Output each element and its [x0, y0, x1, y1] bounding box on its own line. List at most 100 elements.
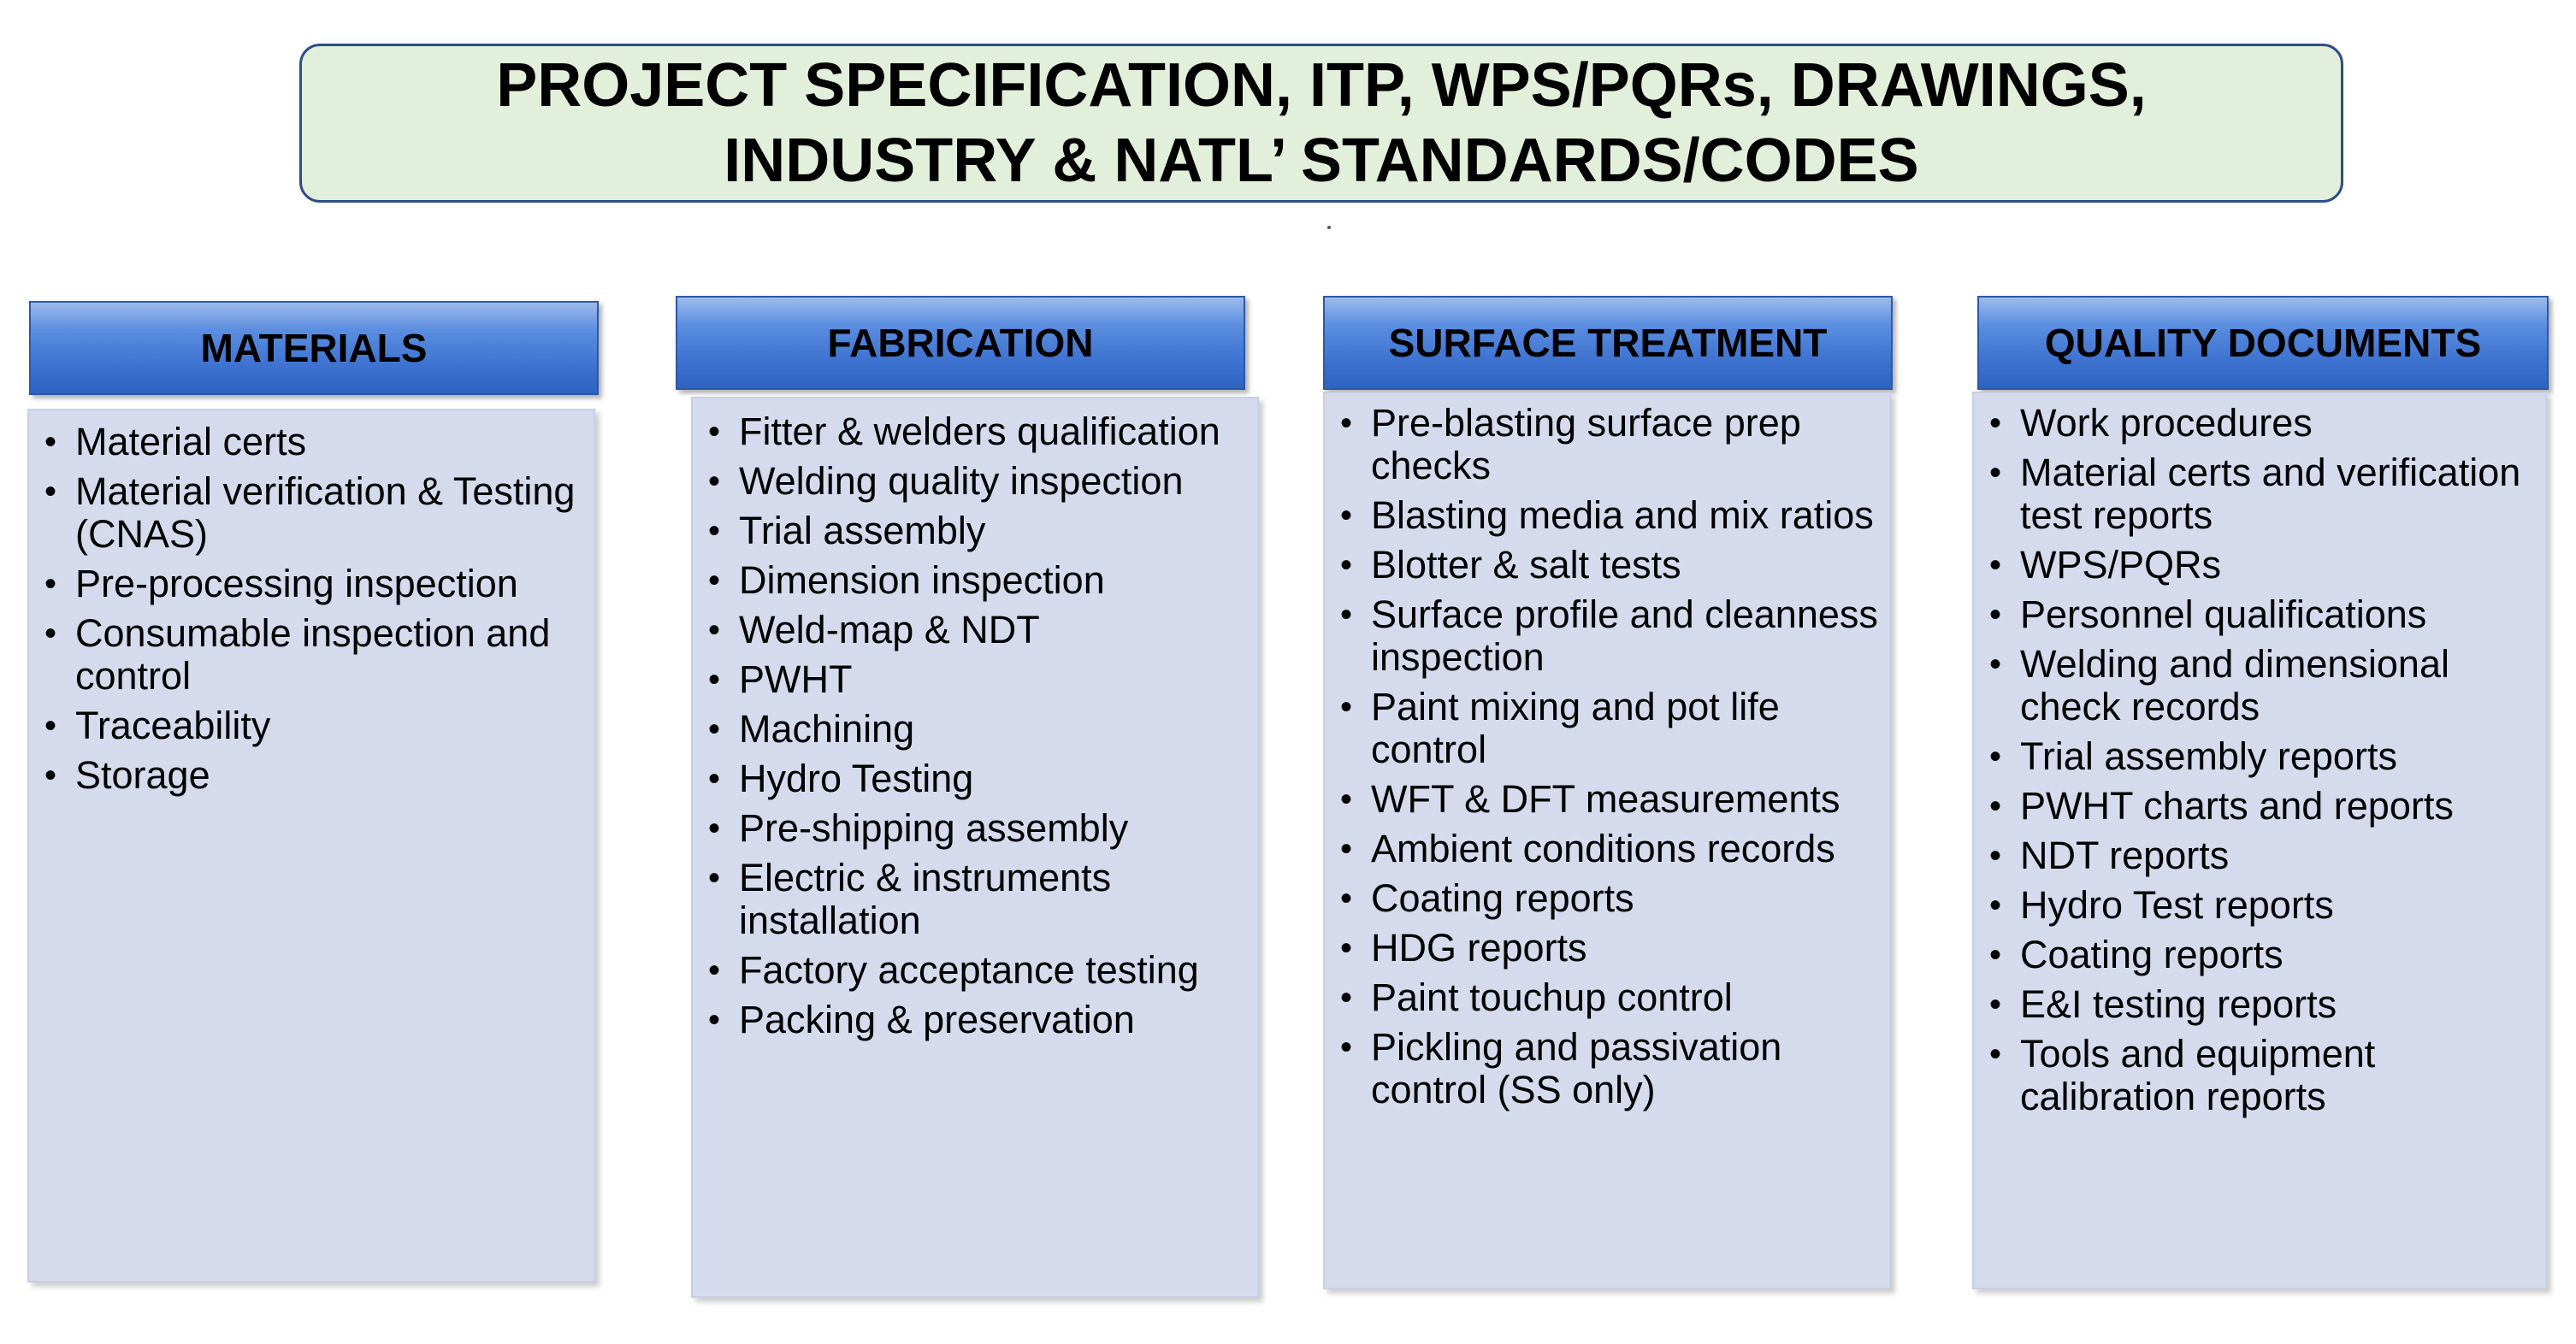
list-item-text: WPS/PQRs — [2020, 543, 2222, 587]
bullet-icon: • — [1340, 929, 1353, 967]
surface-treatment-header: SURFACE TREATMENT — [1323, 296, 1893, 390]
list-item-text: Blotter & salt tests — [1371, 543, 1681, 587]
bullet-icon: • — [1340, 830, 1353, 868]
list-item: •Paint touchup control — [1340, 976, 1881, 1019]
fabrication-header-label: FABRICATION — [827, 321, 1094, 365]
list-item-text: WFT & DFT measurements — [1371, 777, 1840, 821]
list-item-text: Paint mixing and pot life control — [1371, 685, 1780, 771]
bullet-icon: • — [1989, 645, 2002, 683]
bullet-icon: • — [1989, 738, 2002, 775]
bullet-icon: • — [708, 710, 721, 748]
bullet-icon: • — [1340, 880, 1353, 917]
bullet-icon: • — [1340, 497, 1353, 534]
list-item: • Paint mixing and pot life control — [1340, 686, 1881, 771]
list-item: •Material certs — [44, 421, 585, 463]
list-item: •Coating reports — [1989, 934, 2537, 976]
list-item-text: Material certs — [75, 420, 307, 463]
list-item: • Hydro Testing — [708, 757, 1249, 800]
list-item-text: NDT reports — [2020, 834, 2230, 877]
quality-documents-header-label: QUALITY DOCUMENTS — [2044, 321, 2482, 365]
fabrication-header: FABRICATION — [676, 296, 1245, 390]
list-item: • Storage — [44, 754, 585, 797]
bullet-icon: • — [708, 1001, 721, 1039]
bullet-icon: • — [1340, 404, 1353, 442]
list-item: • Pre-blasting surface prep checks — [1340, 402, 1881, 487]
bullet-icon: • — [708, 413, 721, 451]
list-item: • Packing & preservation — [708, 999, 1249, 1041]
bullet-icon: • — [1989, 596, 2002, 634]
list-item-text: Pre-processing inspection — [75, 562, 518, 605]
list-item: •Pickling and passivation control (SS on… — [1340, 1026, 1881, 1111]
quality-documents-header: QUALITY DOCUMENTS — [1977, 296, 2549, 390]
bullet-icon: • — [1989, 404, 2002, 442]
bullet-icon: • — [1989, 454, 2002, 492]
bullet-icon: • — [1989, 1035, 2002, 1073]
list-item: • Ambient conditions records — [1340, 828, 1881, 870]
bullet-icon: • — [1989, 986, 2002, 1023]
surface-treatment-header-label: SURFACE TREATMENT — [1388, 321, 1828, 365]
bullet-icon: • — [44, 707, 57, 745]
title-line-2: INDUSTRY & NATL’ STANDARDS/CODES — [724, 127, 1919, 195]
list-item-text: Factory acceptance testing — [739, 948, 1199, 992]
title-line-1: PROJECT SPECIFICATION, ITP, WPS/PQRs, DR… — [496, 51, 2147, 120]
list-item: • HDG reports — [1340, 927, 1881, 970]
bullet-icon: • — [1989, 546, 2002, 584]
list-item-text: Traceability — [75, 704, 271, 747]
list-item-text: E&I testing reports — [2020, 982, 2337, 1026]
bullet-icon: • — [1989, 936, 2002, 974]
list-item-text: Fitter & welders qualification — [739, 410, 1220, 453]
list-item-text: Machining — [739, 707, 915, 751]
list-item: •Weld-map & NDT — [708, 609, 1249, 651]
list-item-text: PWHT — [739, 657, 853, 701]
list-item-text: Packing & preservation — [739, 998, 1135, 1041]
list-item-text: Trial assembly reports — [2020, 734, 2397, 778]
list-item-text: Pickling and passivation control (SS onl… — [1371, 1025, 1782, 1111]
list-item-text: Coating reports — [1371, 876, 1634, 920]
materials-header-label: MATERIALS — [200, 326, 428, 370]
list-item-text: HDG reports — [1371, 926, 1587, 970]
materials-header: MATERIALS — [29, 301, 599, 395]
list-item-text: Material verification & Testing (CNAS) — [75, 469, 576, 556]
list-item-text: Blasting media and mix ratios — [1371, 493, 1874, 537]
bullet-icon: • — [44, 757, 57, 794]
bullet-icon: • — [708, 611, 721, 649]
list-item: • Fitter & welders qualification — [708, 410, 1249, 453]
list-item: • Coating reports — [1340, 877, 1881, 920]
list-item: •Pre-shipping assembly — [708, 807, 1249, 850]
list-item: • NDT reports — [1989, 834, 2537, 877]
list-item-text: Welding quality inspection — [739, 459, 1184, 503]
quality-documents-panel: •Work procedures•Material certs and veri… — [1972, 392, 2547, 1289]
list-item: • Blotter & salt tests — [1340, 544, 1881, 587]
list-item: • Blasting media and mix ratios — [1340, 494, 1881, 537]
bullet-icon: • — [708, 760, 721, 798]
bullet-icon: • — [1340, 781, 1353, 818]
list-item: • Machining — [708, 708, 1249, 751]
list-item: •Welding and dimensional check records — [1989, 643, 2537, 728]
list-item-text: Pre-shipping assembly — [739, 806, 1129, 850]
list-item-text: Ambient conditions records — [1371, 827, 1835, 870]
list-item: •Work procedures — [1989, 402, 2537, 445]
bullet-icon: • — [1989, 787, 2002, 825]
fabrication-list: • Fitter & welders qualification • Welding … — [708, 410, 1249, 1041]
bullet-icon: • — [1989, 837, 2002, 875]
list-item: • Tools and equipment calibration reports — [1989, 1033, 2537, 1118]
bullet-icon: • — [708, 952, 721, 989]
bullet-icon: • — [1340, 688, 1353, 726]
bullet-icon: • — [708, 463, 721, 500]
list-item-text: PWHT charts and reports — [2020, 784, 2454, 828]
bullet-icon: • — [1989, 887, 2002, 924]
bullet-icon: • — [708, 562, 721, 599]
list-item-text: Electric & instruments installation — [739, 856, 1112, 942]
list-item-text: Storage — [75, 753, 210, 797]
list-item-text: Hydro Testing — [739, 757, 974, 800]
bullet-icon: • — [1340, 546, 1353, 584]
list-item: • Welding quality inspection — [708, 460, 1249, 503]
surface-treatment-panel: • Pre-blasting surface prep checks • Blasti… — [1323, 392, 1891, 1289]
list-item: • Trial assembly reports — [1989, 735, 2537, 778]
bullet-icon: • — [1340, 596, 1353, 634]
list-item: • Traceability — [44, 704, 585, 747]
bullet-icon: • — [708, 512, 721, 550]
list-item-text: Tools and equipment calibration reports — [2020, 1032, 2376, 1118]
list-item-text: Pre-blasting surface prep checks — [1371, 401, 1801, 487]
list-item-text: Hydro Test reports — [2020, 883, 2334, 927]
